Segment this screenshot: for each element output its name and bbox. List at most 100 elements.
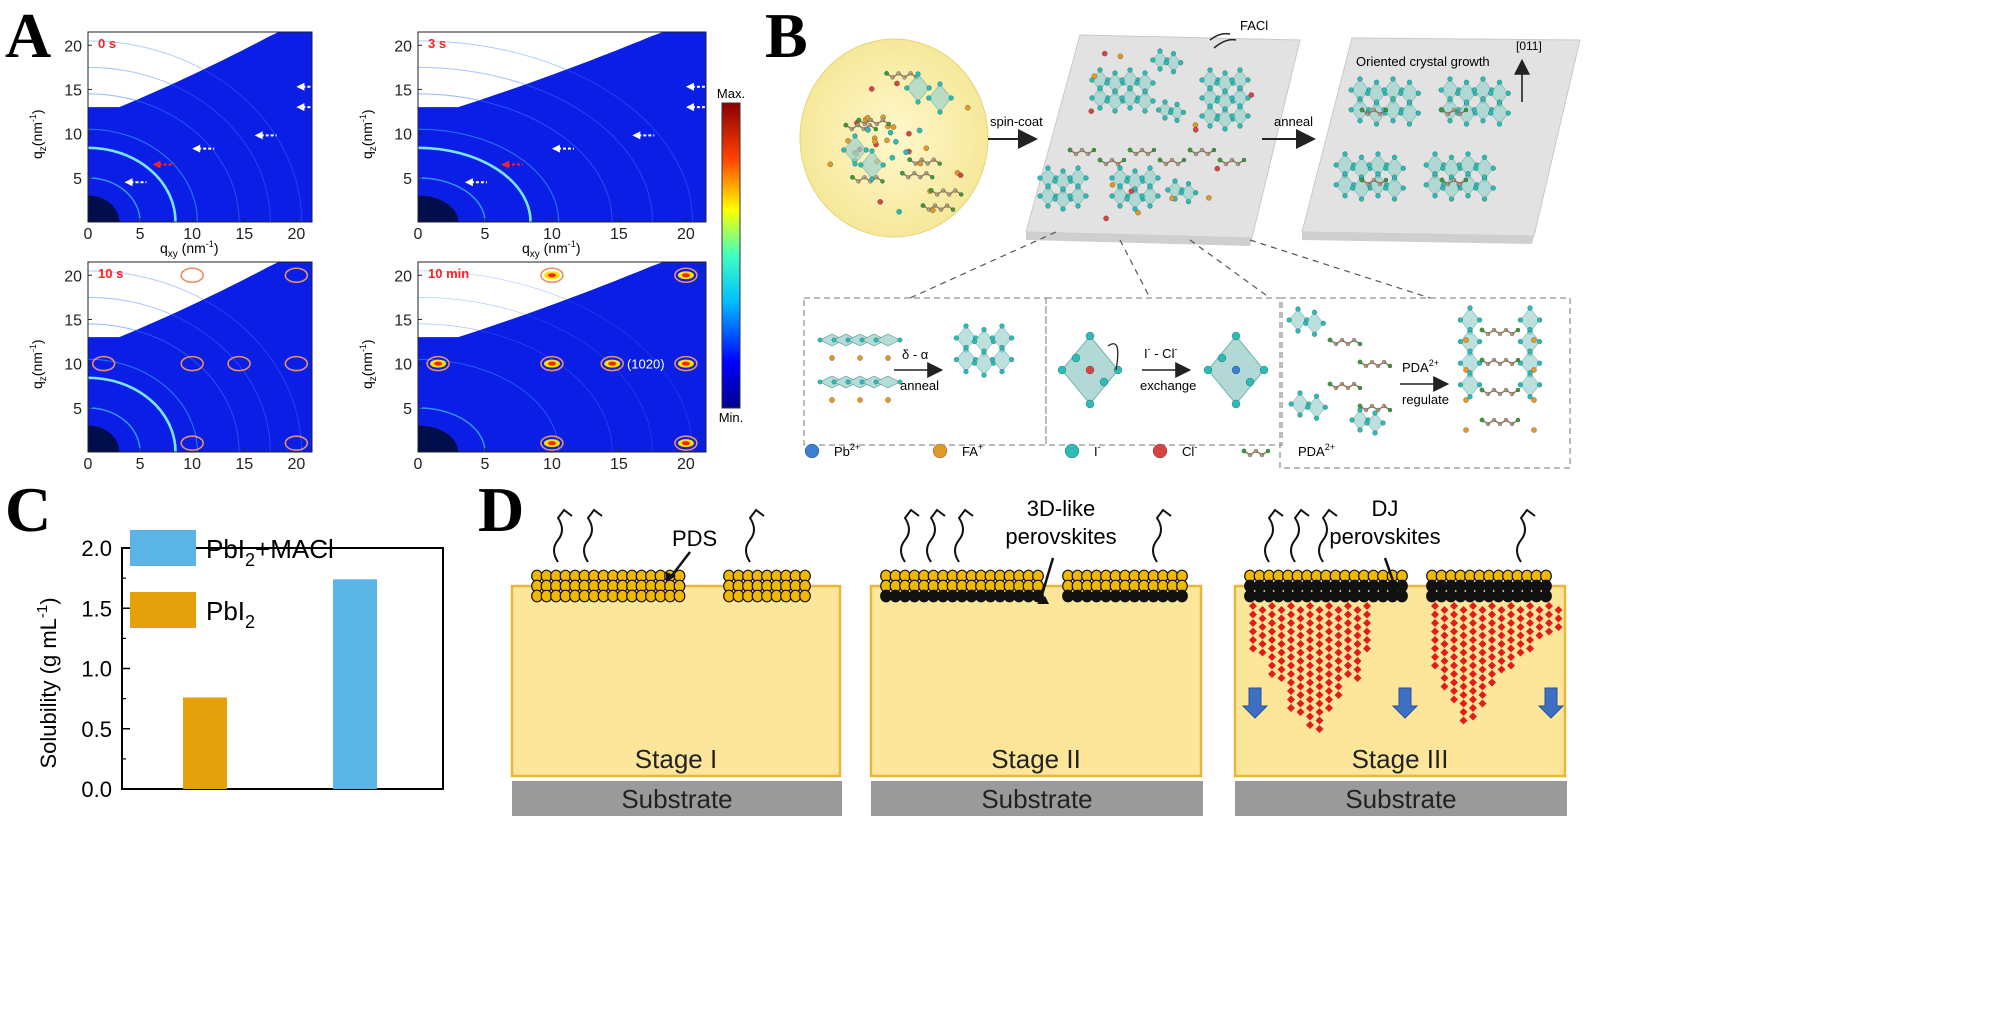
perovskite-block: [1288, 390, 1328, 421]
atom: [1531, 427, 1537, 433]
solvent-escape-arrow: [954, 508, 974, 563]
dj-unit: [1488, 678, 1496, 687]
atom: [1128, 188, 1135, 195]
x-tick-label: 20: [287, 456, 305, 470]
dj-unit: [1469, 636, 1477, 644]
atom: [1167, 109, 1174, 116]
atom: [915, 71, 921, 77]
atom: [1313, 393, 1320, 399]
atom: [1157, 66, 1163, 72]
dj-unit: [1497, 657, 1506, 665]
atom: [1496, 121, 1503, 127]
octahedron: [1473, 154, 1496, 182]
dj-unit: [1296, 648, 1305, 657]
dj-perovskite-domain: [1249, 602, 1563, 733]
dj-unit: [1469, 653, 1477, 661]
atom: [864, 114, 871, 121]
dj-unit: [1268, 661, 1276, 670]
stage-annotation-line: perovskites: [1329, 524, 1440, 549]
dj-unit: [1497, 631, 1506, 640]
atom: [1099, 377, 1109, 387]
atom: [897, 379, 903, 385]
peak-arrow-head: [124, 178, 133, 187]
atom: [1381, 87, 1387, 93]
atom: [1139, 175, 1145, 181]
atom: [1531, 397, 1537, 403]
atom: [849, 174, 855, 180]
atom: [999, 344, 1005, 351]
atom: [1322, 404, 1328, 410]
atom: [971, 338, 978, 345]
dj-unit: [1306, 619, 1314, 627]
pda-chain: [1327, 381, 1363, 391]
atom: [880, 179, 885, 184]
dj-unit: [1353, 648, 1362, 657]
atom: [1222, 126, 1228, 132]
atom: [1060, 168, 1066, 174]
atom: [1124, 196, 1130, 202]
y-tick-label: 20: [64, 268, 82, 285]
atom: [1132, 168, 1138, 174]
octahedron: [1089, 85, 1111, 111]
dj-unit: [1249, 610, 1257, 619]
atom: [896, 208, 903, 215]
atom: [1517, 382, 1524, 388]
dj-unit: [1353, 631, 1362, 640]
dj-unit: [1440, 640, 1449, 648]
dj-unit: [1306, 636, 1314, 644]
dj-unit: [1440, 606, 1449, 614]
dj-unit: [1516, 631, 1525, 640]
dj-unit: [1353, 614, 1362, 623]
perovskite-block: [1199, 67, 1251, 132]
spot-circle: [540, 435, 564, 451]
dj-unit: [1488, 661, 1496, 670]
dj-unit: [1469, 627, 1477, 636]
x-tick-label: 5: [481, 226, 490, 243]
plot-frame: [87, 31, 313, 223]
atom: [1174, 117, 1180, 124]
dj-unit: [1325, 653, 1333, 661]
atom: [1237, 103, 1243, 109]
atom: [948, 95, 954, 101]
atom: [1127, 105, 1133, 111]
perovskite-block: [1517, 305, 1543, 400]
atom: [1119, 77, 1125, 83]
atom: [1373, 79, 1380, 85]
atom: [1067, 147, 1073, 153]
dj-unit: [1249, 602, 1257, 610]
atom: [1357, 118, 1363, 124]
dj-unit: [1507, 661, 1515, 670]
atom: [1390, 76, 1396, 82]
x-tick-label: 10: [183, 226, 201, 243]
dj-unit: [1353, 674, 1362, 682]
dj-unit: [1478, 631, 1487, 640]
atom: [1364, 420, 1370, 426]
annotation-pointer: [1383, 557, 1401, 599]
atom: [1229, 113, 1235, 119]
atom: [963, 323, 969, 329]
atom: [1463, 121, 1470, 127]
atom: [1447, 76, 1453, 82]
atom: [1375, 171, 1381, 177]
atom: [1439, 177, 1445, 183]
colorbar-max-label: Max.: [717, 86, 745, 101]
atom: [1479, 357, 1485, 363]
dj-unit: [1325, 695, 1333, 704]
atom: [1245, 113, 1251, 119]
dj-unit: [1478, 640, 1487, 648]
dj-unit: [1478, 648, 1487, 657]
dj-unit: [1249, 619, 1257, 627]
y-tick-label: 5: [403, 401, 412, 418]
dj-unit: [1268, 619, 1276, 627]
atom: [1406, 79, 1413, 85]
dj-unit: [1306, 721, 1314, 729]
octahedron: [858, 148, 886, 182]
atom: [829, 397, 835, 403]
atom: [873, 126, 879, 132]
atom: [1211, 147, 1217, 153]
atom: [1447, 96, 1453, 102]
dj-unit: [1306, 653, 1314, 661]
atom: [1463, 427, 1469, 433]
dj-unit: [1258, 623, 1267, 631]
atom: [1231, 331, 1241, 341]
